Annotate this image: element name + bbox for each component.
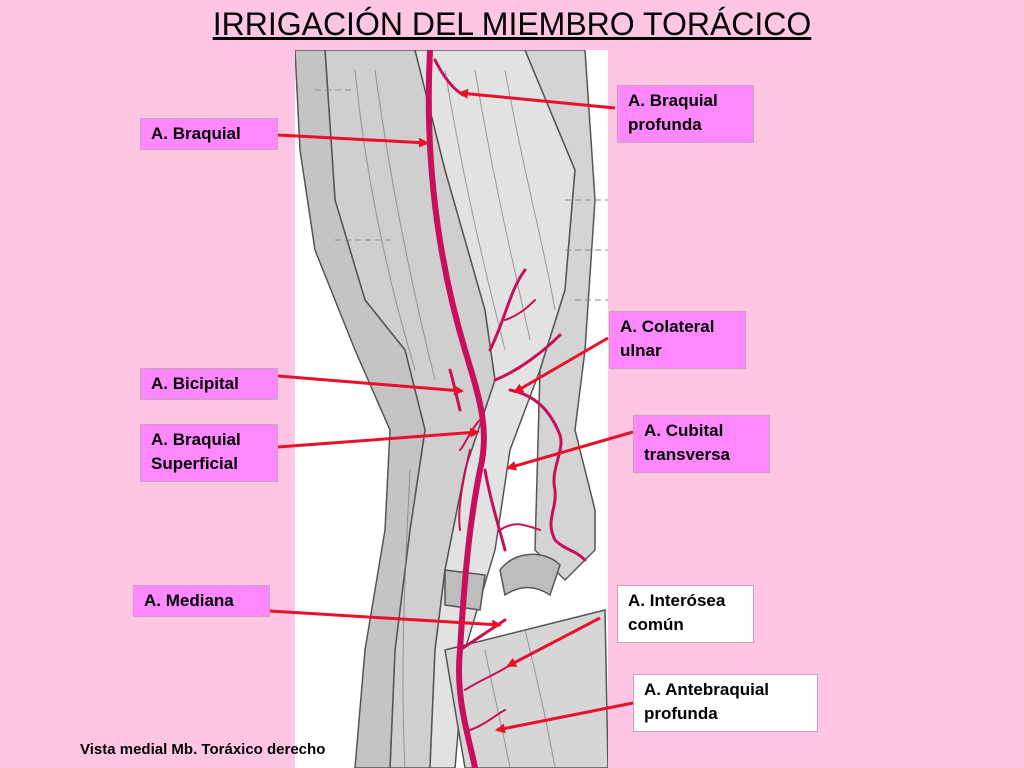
page-title: IRRIGACIÓN DEL MIEMBRO TORÁCICO [212,6,812,42]
figure-caption: Vista medial Mb. Toráxico derecho [80,741,326,758]
label-bicipital: A. Bicipital [140,368,278,400]
muscle-drawing [295,50,608,768]
label-braquial: A. Braquial [140,118,278,150]
anatomical-illustration [295,50,608,768]
label-mediana: A. Mediana [133,585,270,617]
label-braquial-superficial: A. Braquial Superficial [140,424,278,482]
label-antebraquial-profunda: A. Antebraquial profunda [633,674,818,732]
label-colateral-ulnar: A. Colateral ulnar [609,311,746,369]
label-braquial-profunda: A. Braquial profunda [617,85,754,143]
label-interosea-comun: A. Interósea común [617,585,754,643]
label-cubital-transversa: A. Cubital transversa [633,415,770,473]
